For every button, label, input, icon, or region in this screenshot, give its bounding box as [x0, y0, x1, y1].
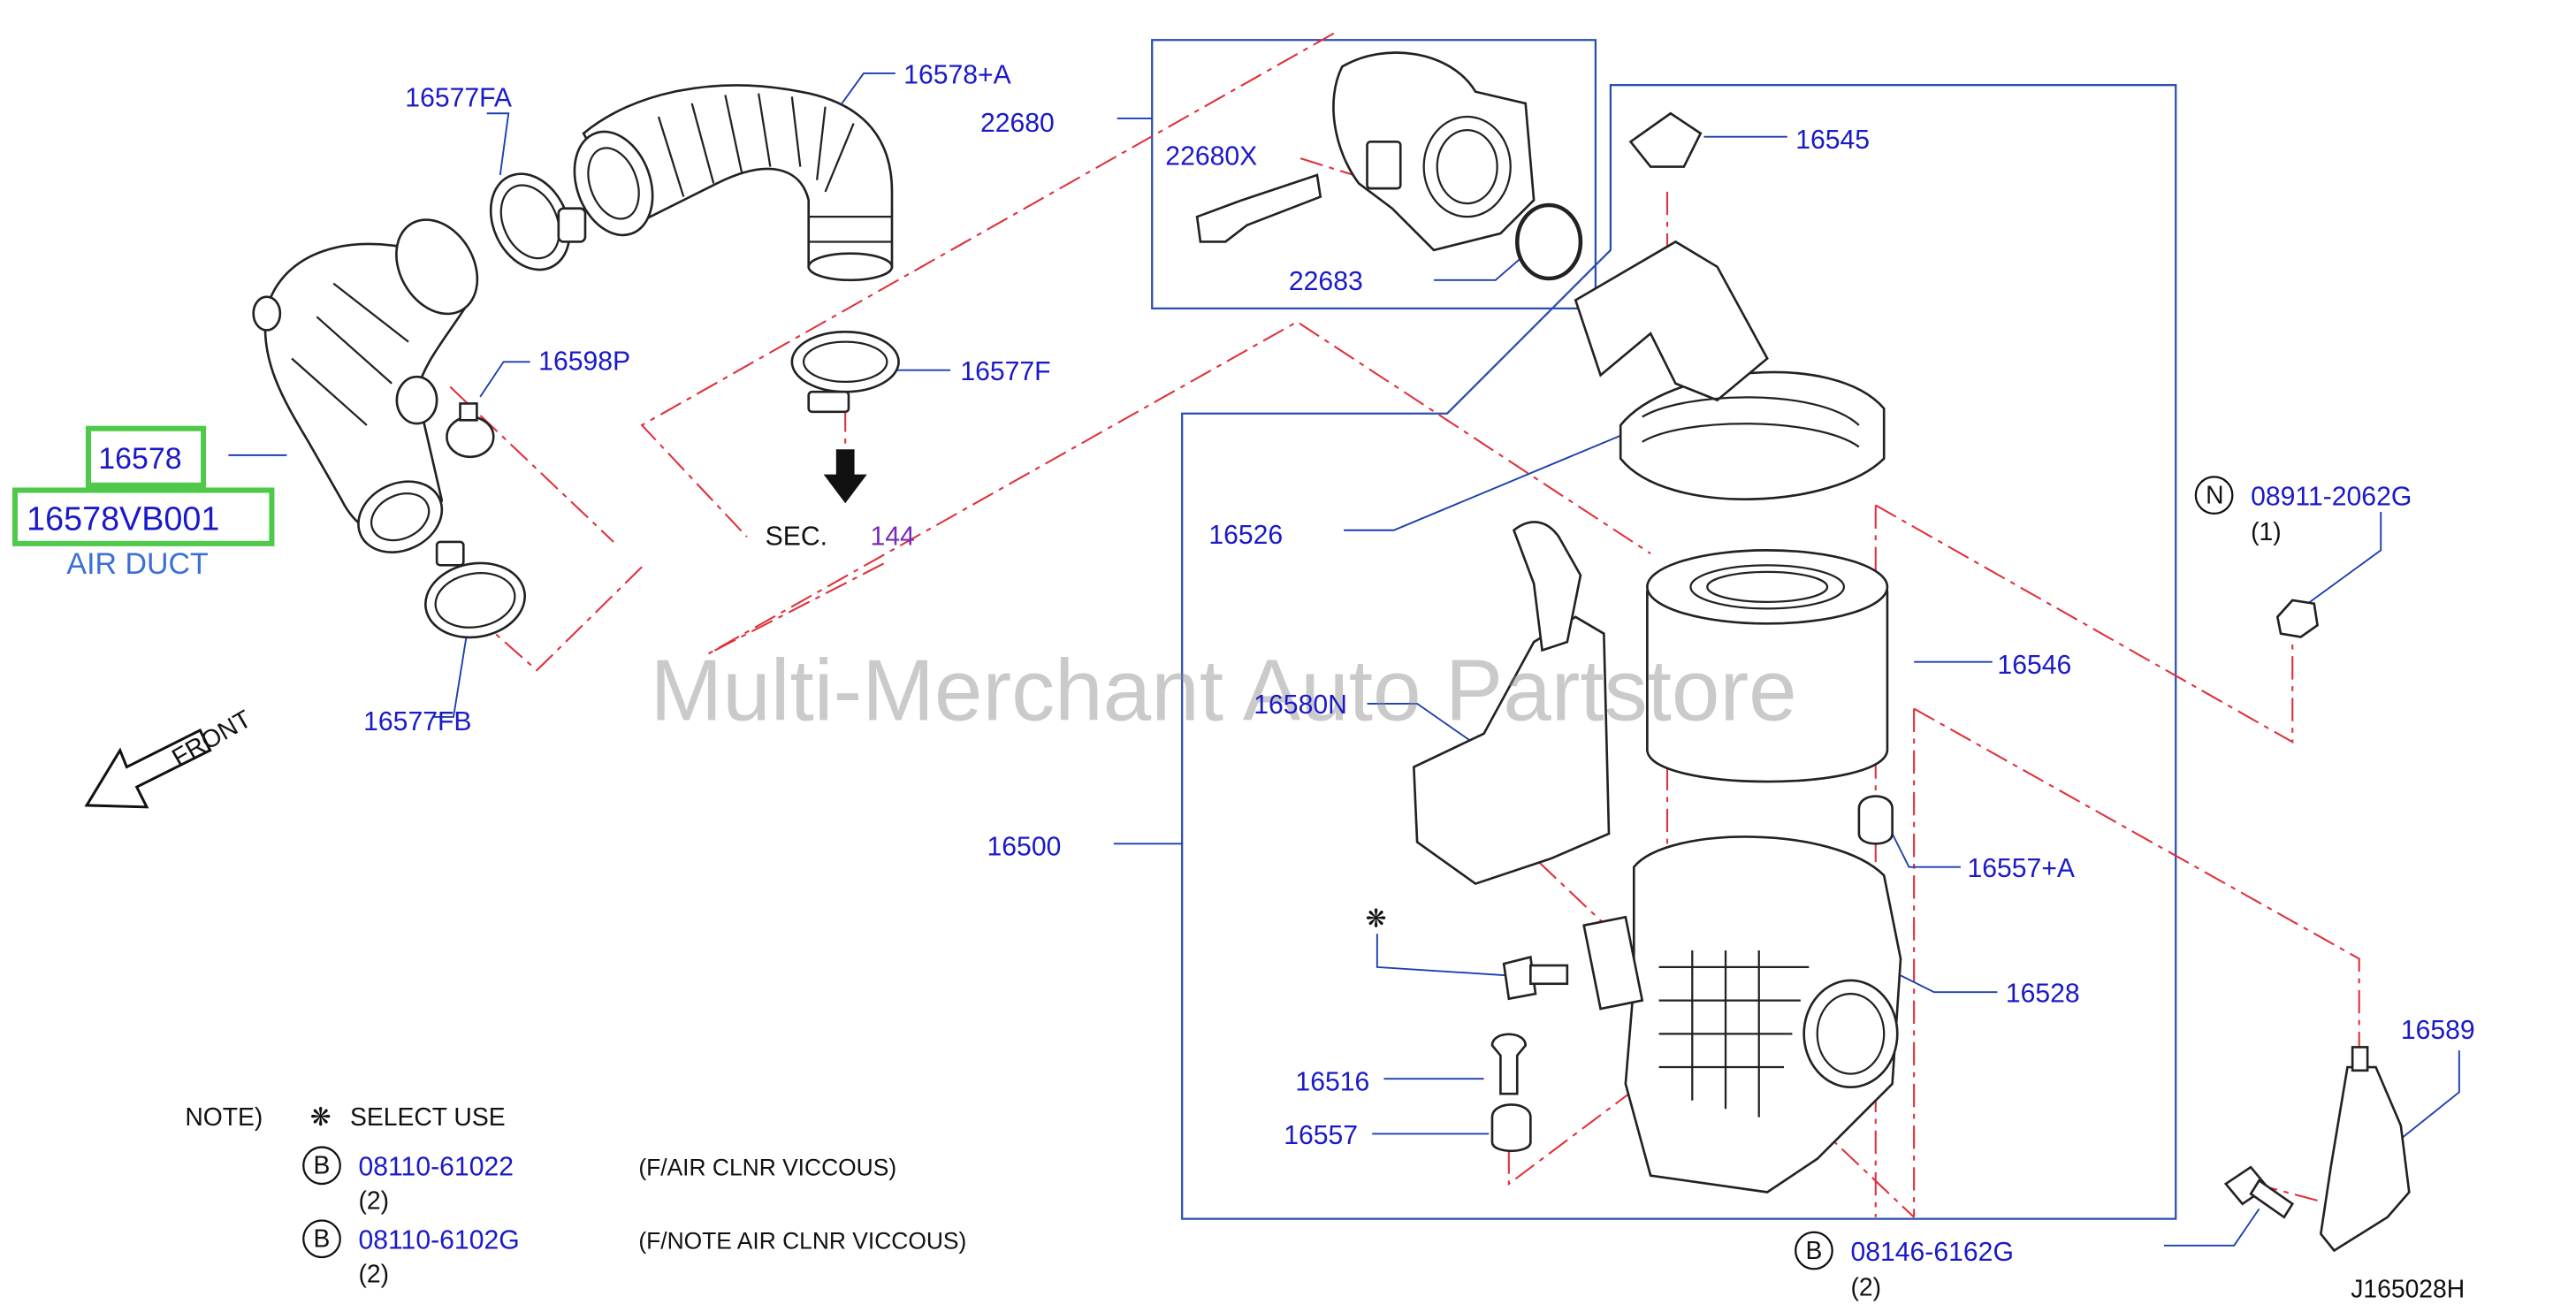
- note-part-08110-6102g[interactable]: 08110-6102G: [358, 1226, 519, 1255]
- oem-number-label[interactable]: 16578VB001: [27, 500, 219, 538]
- watermark-text: Multi-Merchant Auto Partstore: [651, 642, 1797, 739]
- resonator-16580n-part: [1412, 521, 1611, 886]
- air-duct-16578-part: [252, 218, 479, 553]
- front-label: FRONT: [167, 704, 255, 771]
- part-label-16500[interactable]: 16500: [987, 833, 1062, 862]
- highlight-box-oem: [11, 487, 275, 546]
- part-label-22683[interactable]: 22683: [1289, 267, 1363, 296]
- part-label-08146-6162g[interactable]: 08146-6162G: [1850, 1238, 2013, 1267]
- clamp-16577f-part: [790, 330, 900, 414]
- part-label-16526[interactable]: 16526: [1208, 521, 1283, 550]
- note-label: NOTE): [185, 1102, 263, 1131]
- air-duct-description: AIR DUCT: [66, 547, 208, 581]
- part-label-16557[interactable]: 16557: [1284, 1121, 1358, 1150]
- part-label-16598p[interactable]: 16598P: [538, 347, 630, 377]
- note-desc-2: (F/NOTE AIR CLNR VICCOUS): [638, 1228, 966, 1255]
- select-use-bolt-part: [1502, 955, 1569, 1001]
- note-part-08110-61022[interactable]: 08110-61022: [358, 1153, 514, 1182]
- select-use-marker-icon: ❋: [1366, 904, 1387, 933]
- clamp-16577fa-part: [489, 172, 587, 271]
- air-cleaner-cover-16526-part: [1574, 240, 1886, 500]
- sensor-22680x-part: [1195, 173, 1322, 243]
- qty-08146-6162g: (2): [1850, 1272, 1881, 1301]
- part-label-16577f[interactable]: 16577F: [960, 357, 1050, 386]
- qty-08911-2062g: (1): [2251, 517, 2282, 545]
- front-arrow-icon: [84, 728, 212, 809]
- o-ring-22683-part: [1514, 202, 1583, 281]
- part-label-16577fa[interactable]: 16577FA: [405, 84, 513, 113]
- note-b-letter-2: B: [314, 1224, 331, 1253]
- part-label-22680x[interactable]: 22680X: [1165, 142, 1257, 172]
- part-label-16516[interactable]: 16516: [1295, 1067, 1369, 1096]
- b-circle-icon: [1795, 1231, 1833, 1270]
- part-label-16557a[interactable]: 16557+A: [1967, 854, 2075, 883]
- pin-16516-part: [1490, 1033, 1528, 1095]
- sec-label: SEC.: [766, 523, 827, 552]
- part-label-16578a[interactable]: 16578+A: [903, 60, 1011, 89]
- clamp-16577fb-part: [424, 540, 527, 639]
- clamp-16598p-part: [446, 402, 495, 459]
- part-label-16578[interactable]: 16578: [98, 442, 181, 476]
- part-label-16545[interactable]: 16545: [1795, 126, 1870, 155]
- air-cleaner-group-box: [1181, 84, 2177, 1220]
- note-qty-1: (2): [358, 1186, 389, 1214]
- note-b-circle-icon-1: [302, 1146, 341, 1186]
- part-label-16528[interactable]: 16528: [2006, 979, 2080, 1008]
- note-qty-2: (2): [358, 1259, 389, 1287]
- part-label-08911-2062g[interactable]: 08911-2062G: [2251, 482, 2412, 511]
- note-symbol-icon: ❋: [310, 1102, 332, 1131]
- highlight-box-part: [85, 425, 207, 488]
- bolt-08146-6162g-part: [2223, 1165, 2295, 1219]
- mass-air-flow-22680-part: [1332, 51, 1536, 252]
- sec-arrow-icon: [823, 449, 867, 504]
- b-circle-letter: B: [1806, 1236, 1823, 1264]
- bracket-16589-part: [2319, 1046, 2411, 1253]
- note-select-use: SELECT USE: [350, 1102, 506, 1131]
- hose-16578a-part: [573, 84, 894, 282]
- seal-16545-part: [1628, 111, 1703, 168]
- air-filter-16546-part: [1646, 549, 1889, 783]
- grommet-16557a-part: [1857, 795, 1894, 845]
- leader-lines: [228, 72, 2460, 1247]
- sec-number-link[interactable]: 144: [870, 523, 914, 552]
- diagram-code: J165028H: [2351, 1274, 2465, 1302]
- part-label-16546[interactable]: 16546: [1997, 651, 2071, 680]
- n-circle-icon: [2194, 476, 2234, 515]
- part-label-16589[interactable]: 16589: [2401, 1016, 2475, 1045]
- note-b-circle-icon-2: [302, 1219, 341, 1259]
- air-cleaner-case-16528-part: [1582, 835, 1902, 1194]
- part-label-22680[interactable]: 22680: [980, 109, 1055, 138]
- note-desc-1: (F/AIR CLNR VICCOUS): [638, 1155, 896, 1181]
- part-label-16580n[interactable]: 16580N: [1254, 690, 1347, 720]
- grommet-16557-part: [1490, 1103, 1532, 1153]
- nut-08911-2062g-part: [2275, 599, 2319, 638]
- note-b-letter-1: B: [314, 1151, 331, 1179]
- n-circle-letter: N: [2206, 481, 2223, 509]
- part-label-16577fb[interactable]: 16577FB: [363, 707, 471, 736]
